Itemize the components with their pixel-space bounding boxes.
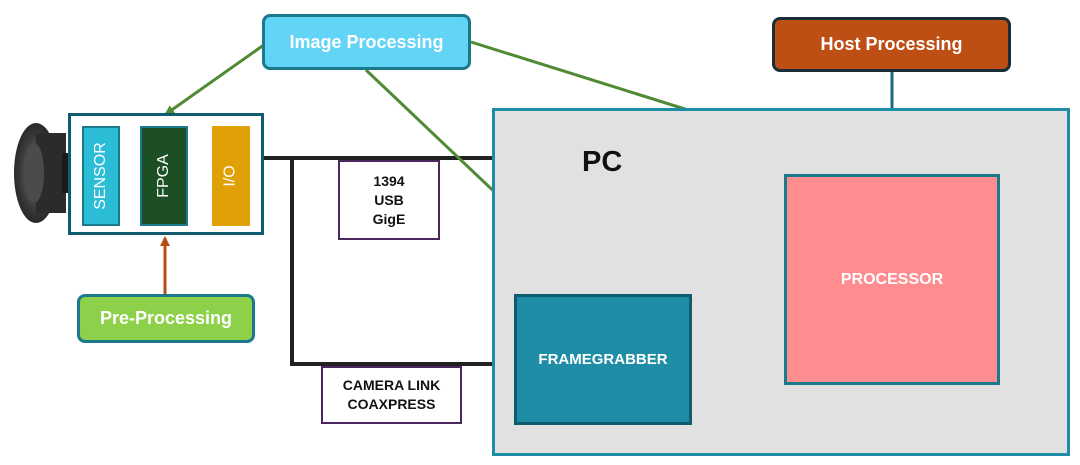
image-processing-label: Image Processing: [289, 31, 444, 52]
io-label: I/O: [222, 165, 239, 187]
framegrabber-label: FRAMEGRABBER: [538, 351, 668, 368]
cable-interface-label: CAMERA LINK COAXPRESS: [321, 366, 462, 424]
sensor-block: SENSOR: [82, 126, 120, 226]
host-processing-box: Host Processing: [772, 17, 1011, 72]
framegrabber-box: FRAMEGRABBER: [514, 294, 692, 425]
bus-interface-gige: GigE: [372, 210, 406, 227]
cable-interface-coaxpress: COAXPRESS: [347, 396, 436, 412]
processor-box: PROCESSOR: [784, 174, 1000, 385]
pre-processing-label: Pre-Processing: [99, 308, 233, 328]
pc-label: PC: [582, 146, 623, 178]
fpga-block: FPGA: [140, 126, 188, 226]
processor-label: PROCESSOR: [840, 270, 944, 288]
bus-interface-1394: 1394: [373, 172, 405, 189]
image-processing-box: Image Processing: [262, 14, 471, 70]
pre-processing-box: Pre-Processing: [77, 294, 255, 343]
cable-interface-camera-link: CAMERA LINK: [342, 377, 441, 393]
bus-interface-usb: USB: [374, 191, 404, 208]
sensor-label: SENSOR: [92, 142, 110, 210]
fpga-label: FPGA: [155, 154, 172, 198]
bus-interface-label: 1394 USB GigE: [338, 160, 440, 240]
host-processing-label: Host Processing: [820, 34, 963, 54]
image-processing-to-fpga-arrow: [164, 40, 269, 116]
camera-link-cable-line: [290, 158, 514, 366]
io-block: I/O: [212, 126, 250, 226]
